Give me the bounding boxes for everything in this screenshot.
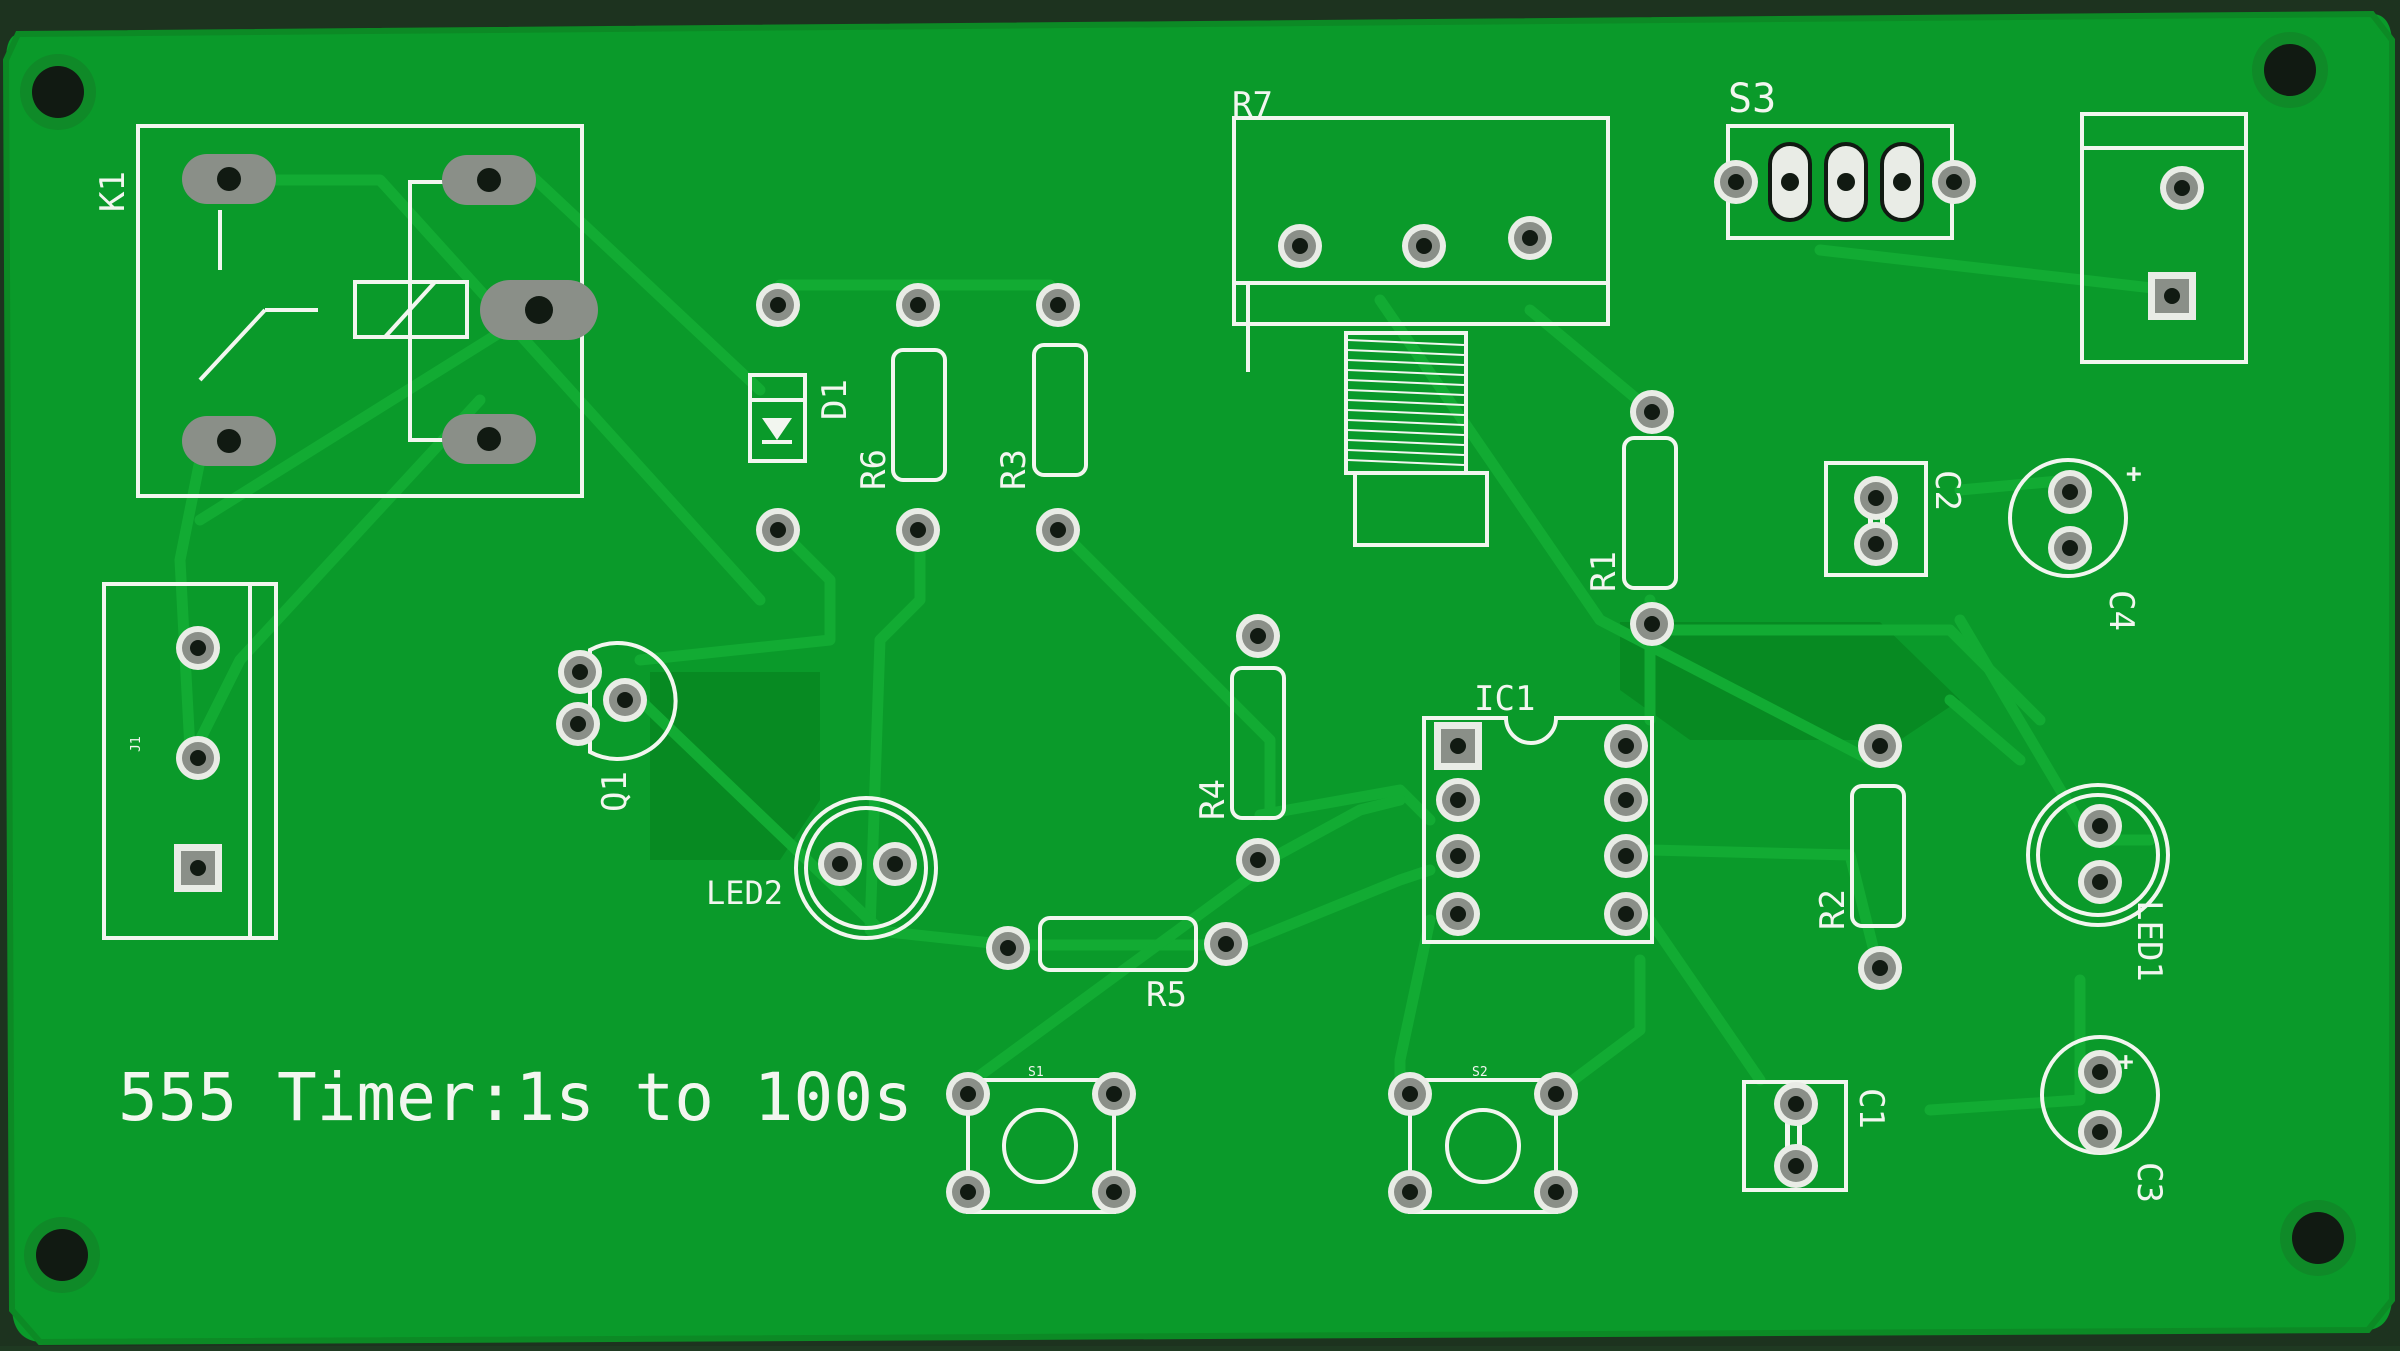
pad-hole (1292, 238, 1308, 254)
label-led2: LED2 (706, 874, 783, 912)
label-r7: R7 (1232, 85, 1273, 125)
pad-hole (832, 856, 848, 872)
pad-hole (2164, 288, 2180, 304)
pad-hole (1618, 792, 1634, 808)
pad-hole (960, 1184, 976, 1200)
pad-hole (1788, 1096, 1804, 1112)
pad-hole (1050, 522, 1066, 538)
pad-hole (1402, 1086, 1418, 1102)
label-c2: C2 (1927, 470, 1967, 511)
pad-hole (910, 297, 926, 313)
pad-hole (1644, 616, 1660, 632)
pad-hole (1050, 297, 1066, 313)
pad-hole (190, 750, 206, 766)
fill-zones (650, 622, 1960, 860)
solder-pads (174, 142, 2204, 1214)
pad-hole (1450, 738, 1466, 754)
pad-hole (1837, 173, 1855, 191)
pad-hole (2062, 484, 2078, 500)
pad-hole (960, 1086, 976, 1102)
label-s3: S3 (1728, 76, 1776, 122)
pad-hole (1618, 848, 1634, 864)
pad-hole (2092, 1124, 2108, 1140)
label-r5: R5 (1146, 975, 1187, 1015)
label-j1: J1 (129, 736, 144, 752)
pad-hole (190, 640, 206, 656)
pad-hole (1218, 936, 1234, 952)
pad-hole (770, 297, 786, 313)
label-s2: S2 (1472, 1065, 1488, 1080)
pad-hole (1868, 536, 1884, 552)
pad-hole (1618, 738, 1634, 754)
label-q1: Q1 (595, 771, 635, 812)
pad-hole (1416, 238, 1432, 254)
svg-text:+: + (2118, 1047, 2134, 1077)
pad-hole (1618, 906, 1634, 922)
diode-icon (762, 418, 792, 440)
pad-hole (1250, 628, 1266, 644)
label-k1: K1 (93, 171, 133, 212)
pad-hole (1250, 852, 1266, 868)
label-d1: D1 (815, 379, 855, 420)
mounting-hole-icon (20, 32, 2356, 1293)
relay-coil-icon (182, 154, 598, 466)
pad-hole (770, 522, 786, 538)
pad-hole (572, 664, 588, 680)
label-r2: R2 (1813, 889, 1853, 930)
pad-hole (1728, 174, 1744, 190)
board-title: 555 Timer:1s to 100s (118, 1059, 913, 1136)
pad-hole (1644, 404, 1660, 420)
pad-hole (617, 692, 633, 708)
pad-hole (190, 860, 206, 876)
label-r1: R1 (1584, 551, 1624, 592)
pad-hole (2092, 874, 2108, 890)
pad-hole (1781, 173, 1799, 191)
pad-hole (1788, 1158, 1804, 1174)
pad-hole (1106, 1086, 1122, 1102)
pad-hole (1402, 1184, 1418, 1200)
pad-hole (1548, 1086, 1564, 1102)
label-r4: R4 (1193, 779, 1233, 820)
pad-hole (2062, 540, 2078, 556)
pad-hole (1872, 960, 1888, 976)
pad-hole (1106, 1184, 1122, 1200)
label-c3: C3 (2129, 1162, 2169, 1203)
pad-hole (1872, 738, 1888, 754)
label-led1: LED1 (2129, 900, 2169, 982)
label-ic1: IC1 (1474, 679, 1535, 719)
pad-hole (570, 716, 586, 732)
pad-hole (1450, 906, 1466, 922)
potentiometer-icon (1347, 339, 1465, 466)
pad-hole (1450, 792, 1466, 808)
pad-hole (1000, 940, 1016, 956)
label-r6: R6 (854, 449, 894, 490)
pad-hole (1450, 848, 1466, 864)
pad-hole (1893, 173, 1911, 191)
label-r3: R3 (994, 449, 1034, 490)
pad-hole (1522, 230, 1538, 246)
pad-hole (2174, 180, 2190, 196)
pad-hole (887, 856, 903, 872)
pad-hole (1868, 490, 1884, 506)
label-c4: C4 (2101, 590, 2141, 631)
pad-hole (910, 522, 926, 538)
svg-text:+: + (2126, 459, 2142, 489)
pad-hole (1548, 1184, 1564, 1200)
pad-hole (2092, 818, 2108, 834)
label-c1: C1 (1851, 1088, 1891, 1129)
pad-hole (2092, 1064, 2108, 1080)
copper-traces (174, 159, 2176, 1116)
pcb-board (6, 14, 2392, 1342)
label-s1: S1 (1028, 1065, 1044, 1080)
pad-hole (1946, 174, 1962, 190)
